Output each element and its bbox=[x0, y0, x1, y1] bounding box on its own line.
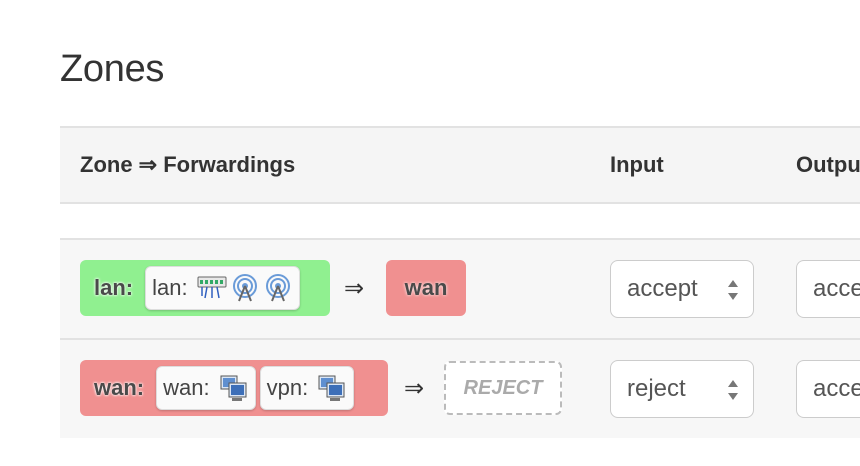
select-value: acce bbox=[813, 375, 860, 402]
input-policy-select[interactable]: accept bbox=[610, 260, 754, 318]
forward-arrow: ⇒ bbox=[344, 275, 365, 302]
network-interface-icon bbox=[220, 375, 247, 401]
interface-label: wan: bbox=[163, 375, 210, 400]
table-row: wan: wan: vpn: bbox=[60, 338, 860, 438]
output-policy-select[interactable]: acce bbox=[796, 360, 860, 418]
forward-target-reject: REJECT bbox=[444, 361, 562, 415]
zone-badge-lan: lan: lan: bbox=[80, 260, 330, 316]
header-output: Outpu bbox=[796, 152, 860, 177]
zone-label: lan: bbox=[94, 275, 134, 300]
forward-target-wan: wan bbox=[386, 260, 466, 316]
select-arrows-icon bbox=[728, 280, 738, 300]
zones-table: Zone ⇒ Forwardings Input Outpu lan: lan: bbox=[60, 126, 860, 466]
header-zone-forwardings: Zone ⇒ Forwardings bbox=[80, 152, 296, 177]
wireless-icon bbox=[265, 274, 290, 302]
select-value: acce bbox=[813, 275, 860, 302]
ethernet-switch-icon bbox=[197, 276, 227, 299]
select-value: accept bbox=[627, 275, 698, 302]
interface-badge-wan: wan: bbox=[156, 366, 256, 410]
interface-badge-vpn: vpn: bbox=[259, 366, 355, 410]
page-title: Zones bbox=[60, 48, 165, 90]
interface-label: vpn: bbox=[266, 375, 309, 400]
zone-badge-wan: wan: wan: vpn: bbox=[80, 360, 388, 416]
table-header: Zone ⇒ Forwardings Input Outpu bbox=[60, 126, 860, 204]
select-arrows-icon bbox=[728, 380, 738, 400]
table-row: lan: lan: bbox=[60, 238, 860, 338]
select-value: reject bbox=[627, 375, 686, 402]
interface-label: lan: bbox=[152, 275, 188, 300]
wireless-icon bbox=[232, 274, 257, 302]
output-policy-select[interactable]: acce bbox=[796, 260, 860, 318]
input-policy-select[interactable]: reject bbox=[610, 360, 754, 418]
header-input: Input bbox=[610, 152, 664, 177]
network-interface-icon bbox=[318, 375, 345, 401]
interface-badge-lan: lan: bbox=[145, 266, 300, 310]
zone-label: wan: bbox=[94, 375, 145, 400]
forward-arrow: ⇒ bbox=[404, 375, 425, 402]
